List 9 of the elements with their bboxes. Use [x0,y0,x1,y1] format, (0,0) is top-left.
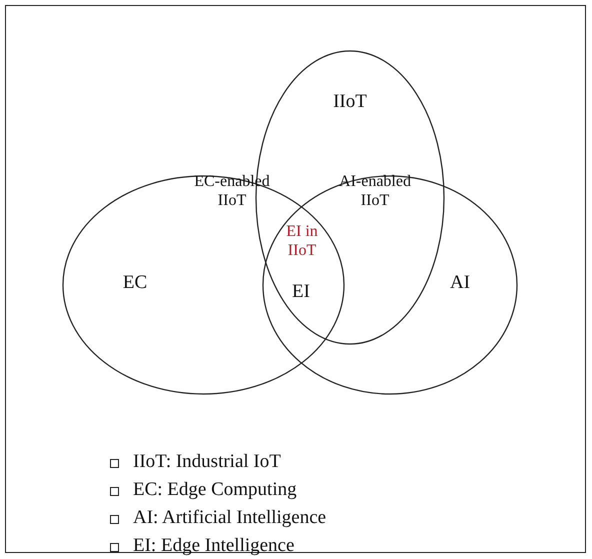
legend-text: IIoT: Industrial IoT [133,451,281,473]
legend-text: EC: Edge Computing [133,479,297,501]
legend-text: AI: Artificial Intelligence [133,507,326,529]
set-label: AI [448,273,472,293]
set-label: IIoT [332,92,368,112]
region-label: EI in IIoT [285,222,319,260]
legend-text: EI: Edge Intelligence [133,535,294,557]
set-label: EC [122,273,148,293]
region-label: EI [291,282,311,301]
